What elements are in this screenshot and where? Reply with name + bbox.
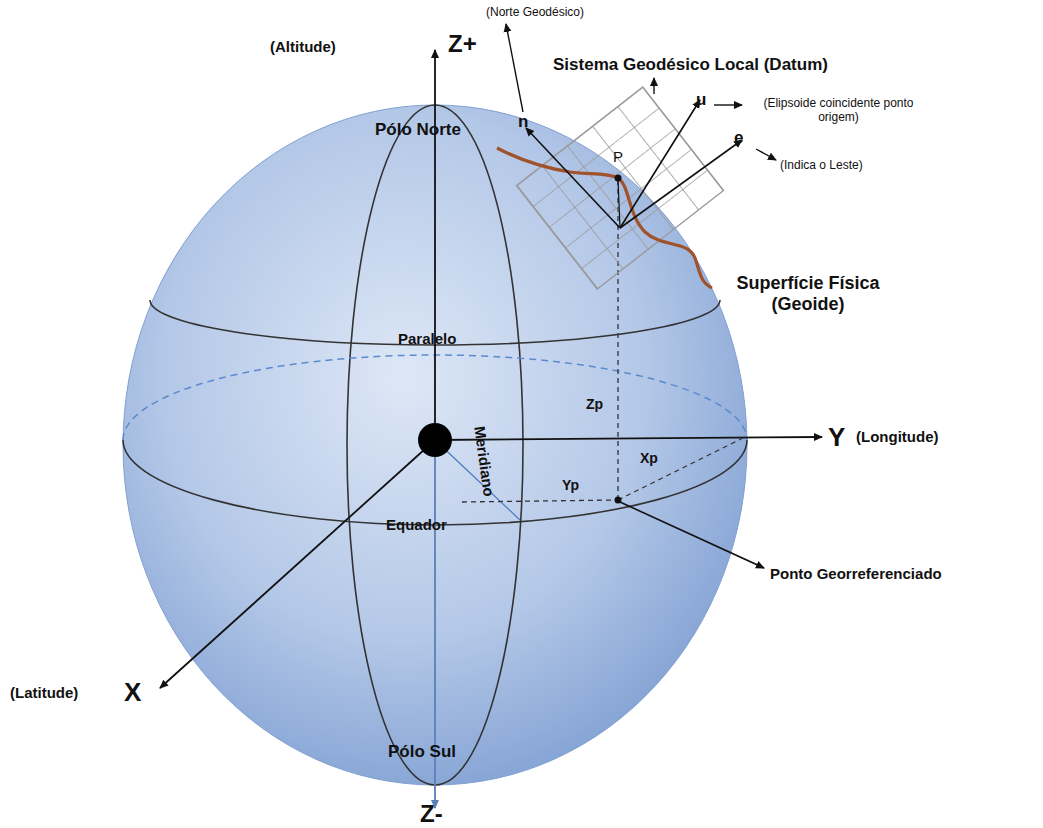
axis-letter: Y: [828, 423, 845, 453]
pole-label: Pólo Sul: [388, 742, 456, 762]
point-label: P: [613, 148, 623, 165]
vector-note: (Indica o Leste): [780, 159, 863, 173]
axis-letter: Z-: [420, 800, 443, 828]
axis-letter: X: [124, 678, 141, 708]
axis-name: (Altitude): [270, 38, 336, 55]
system-title: Sistema Geodésico Local (Datum): [553, 55, 828, 75]
vector-letter: u: [696, 90, 706, 110]
coordinate-label: Zp: [586, 396, 603, 412]
vector-letter: n: [518, 112, 528, 132]
axis-letter: Z+: [448, 30, 477, 58]
axis-name: (Longitude): [856, 428, 938, 445]
equator-label: Equador: [386, 516, 447, 533]
parallel-label: Paralelo: [398, 330, 456, 347]
axis-name: (Latitude): [10, 684, 78, 701]
coordinate-label: Yp: [562, 477, 579, 493]
vector-note: (Elipsoide coincidente ponto origem): [746, 97, 931, 125]
pole-label: Pólo Norte: [375, 120, 461, 140]
axis-note: (Norte Geodésico): [486, 6, 584, 20]
surface-label: Superfície Física (Geoide): [702, 273, 914, 314]
vector-letter: e: [734, 128, 743, 148]
coordinate-label: Xp: [640, 450, 658, 466]
point-label: Ponto Georreferenciado: [770, 565, 942, 582]
